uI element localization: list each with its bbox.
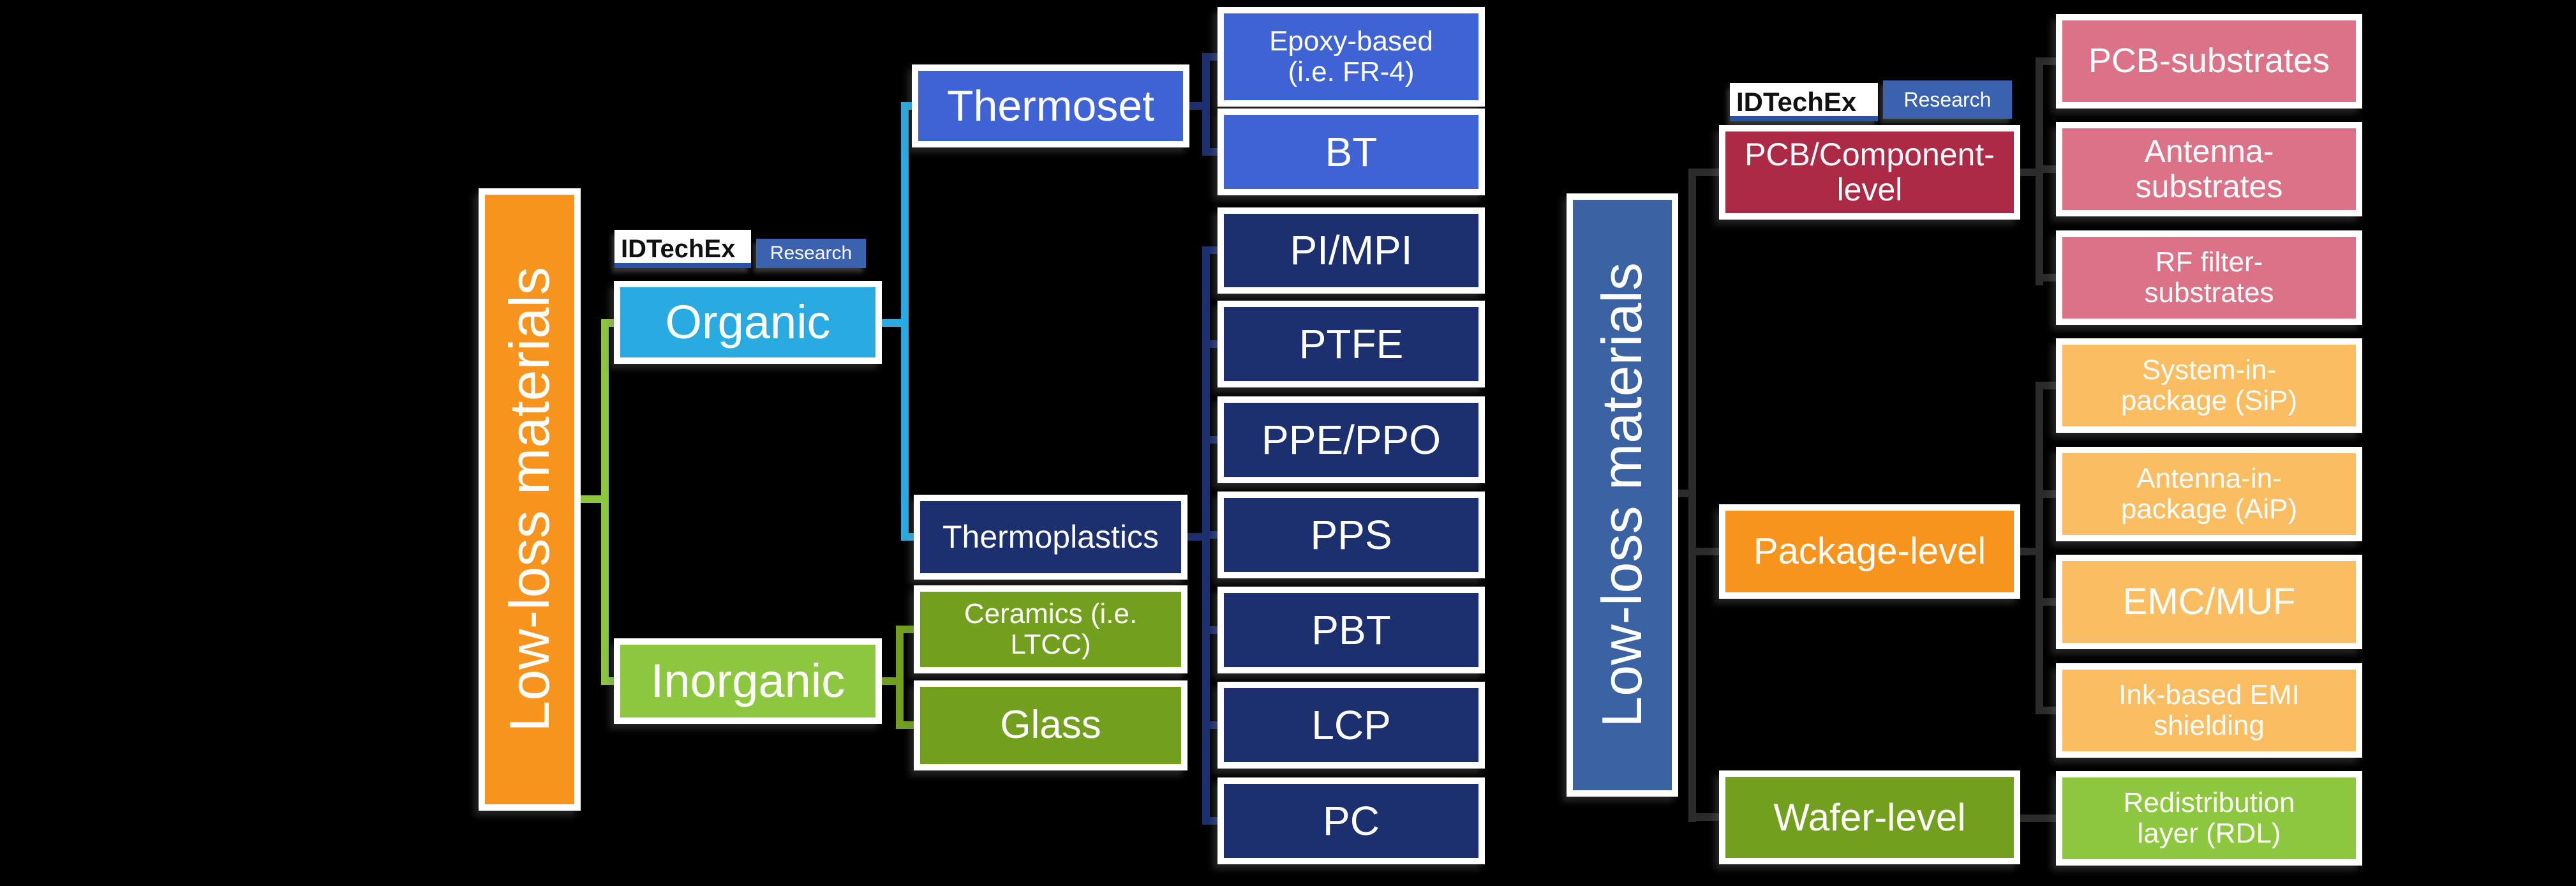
connector-rf-filter-stub <box>2043 274 2057 282</box>
connector-wafer-level-stub <box>1696 813 1720 821</box>
connector-pcb-level-stub <box>1696 169 1720 176</box>
sip-box: System-in- package (SiP) <box>2056 338 2362 433</box>
connector-pps-stub <box>1210 531 1219 539</box>
connector-pcb-substrates-stub <box>2043 57 2057 65</box>
idtechex-research-badge-left: Research <box>756 239 866 268</box>
idtechex-brand-text-right: IDTechEx <box>1736 87 1857 117</box>
glass-box: Glass <box>914 680 1187 770</box>
connector-package-vertical <box>2036 382 2043 714</box>
ppe-ppo-box: PPE/PPO <box>1217 396 1485 483</box>
connector-thermoset-vertical <box>1202 53 1210 156</box>
connector-sip-stub <box>2043 382 2057 389</box>
rf-filter-substrates-box: RF filter- substrates <box>2056 230 2362 325</box>
pcb-component-level-box: PCB/Component- level <box>1719 125 2020 220</box>
left-root-box: Low-loss materials <box>479 188 581 811</box>
connector-organic-stub <box>607 319 615 327</box>
idtechex-underline <box>614 263 751 268</box>
connector-inorganic-stub <box>607 677 615 685</box>
connector-epoxy-stub <box>1210 53 1219 61</box>
connector-organic-vertical <box>901 102 909 541</box>
connector-emc-muf-stub <box>2043 598 2057 606</box>
epoxy-based-box: Epoxy-based (i.e. FR-4) <box>1217 7 1485 107</box>
antenna-substrates-box: Antenna- substrates <box>2056 122 2362 216</box>
idtechex-brand-text: IDTechEx <box>621 234 736 263</box>
pc-box: PC <box>1217 777 1485 864</box>
thermoset-box: Thermoset <box>912 64 1189 147</box>
connector-ink-emi-stub <box>2043 707 2057 714</box>
connector-pimpi-stub <box>1210 246 1219 254</box>
connector-right-root-vertical <box>1688 169 1696 822</box>
pi-mpi-box: PI/MPI <box>1217 207 1485 294</box>
connector-pcb-vertical <box>2036 57 2043 285</box>
organic-box: Organic <box>614 281 882 364</box>
wafer-level-box: Wafer-level <box>1719 770 2020 864</box>
lcp-box: LCP <box>1217 682 1485 769</box>
connector-thermoplastics-vertical <box>1202 246 1210 825</box>
connector-antenna-substrates-stub <box>2043 165 2057 173</box>
connector-organic-branch-h <box>874 319 909 327</box>
right-root-box: Low-loss materials <box>1567 193 1678 797</box>
bt-box: BT <box>1217 109 1485 195</box>
connector-rdl-stub <box>2019 815 2057 822</box>
ptfe-box: PTFE <box>1217 301 1485 387</box>
pcb-substrates-box: PCB-substrates <box>2056 14 2362 109</box>
idtechex-logo-left: IDTechEx <box>614 230 751 268</box>
left-root-label: Low-loss materials <box>497 267 561 732</box>
connector-ppeppo-stub <box>1210 436 1219 444</box>
package-level-box: Package-level <box>1719 504 2020 599</box>
idtechex-research-badge-right: Research <box>1883 80 2012 119</box>
ink-based-emi-box: Ink-based EMI shielding <box>2056 663 2362 758</box>
connector-pc-stub <box>1210 817 1219 825</box>
idtechex-logo-right: IDTechEx <box>1730 83 1878 121</box>
idtechex-underline-right <box>1730 116 1878 121</box>
thermoplastics-box: Thermoplastics <box>914 495 1187 580</box>
connector-package-level-stub <box>1696 548 1720 555</box>
pps-box: PPS <box>1217 492 1485 578</box>
inorganic-box: Inorganic <box>614 638 882 724</box>
connector-ceramics-stub <box>904 626 914 633</box>
emc-muf-box: EMC/MUF <box>2056 555 2362 649</box>
connector-aip-stub <box>2043 490 2057 498</box>
right-root-label: Low-loss materials <box>1590 262 1654 728</box>
connector-pbt-stub <box>1210 626 1219 634</box>
connector-bt-stub <box>1210 148 1219 156</box>
connector-inorganic-vertical <box>896 626 904 729</box>
connector-ptfe-stub <box>1210 340 1219 348</box>
aip-box: Antenna-in- package (AiP) <box>2056 447 2362 541</box>
pbt-box: PBT <box>1217 587 1485 673</box>
rdl-box: Redistribution layer (RDL) <box>2056 771 2362 866</box>
ceramics-box: Ceramics (i.e. LTCC) <box>914 585 1187 673</box>
connector-lcp-stub <box>1210 721 1219 729</box>
connector-left-root-vertical <box>601 319 609 685</box>
connector-glass-stub <box>904 721 914 729</box>
